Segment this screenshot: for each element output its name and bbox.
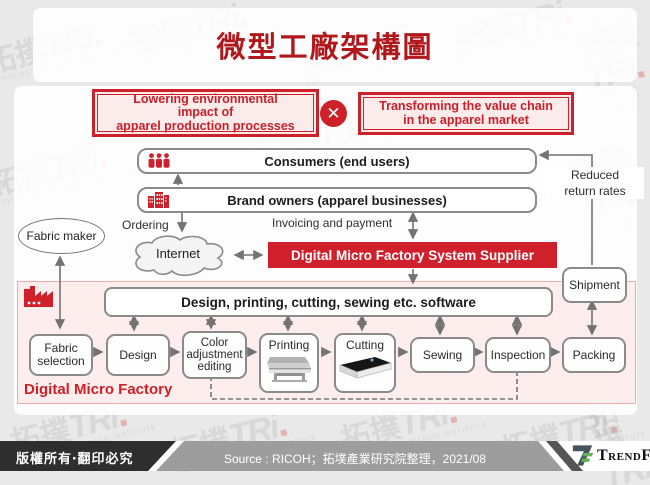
copyright-text: 版權所有‧翻印必究 [16,451,134,466]
trendforce-logo: TrendForce [572,445,650,466]
page-title: 微型工廠架構圖 [216,32,434,64]
invoicing-label: Invoicing and payment [272,216,393,230]
factory-icon [24,286,53,307]
title-panel [33,8,637,82]
ordering-label: Ordering [122,218,169,232]
brand-owners-box: Brand owners (apparel businesses) [137,187,537,213]
trendforce-logo-icon [572,445,594,466]
source-ribbon [156,441,564,471]
step-inspection: Inspection [485,337,551,373]
step-packing: Packing [562,337,626,373]
printer-image [267,357,311,382]
people-icon [148,153,170,168]
footer-bar: 版權所有‧翻印必究 Source : RICOH；拓墣產業研究院整理，2021/… [0,441,650,471]
digital-micro-factory-label: Digital Micro Factory [24,381,173,398]
consumers-label: Consumers (end users) [264,153,410,169]
trendforce-logo-text: TrendForce [597,446,650,464]
consumers-box: Consumers (end users) [137,148,537,174]
reduced-return-rates-label: Reduced return rates [546,167,644,199]
building-icon [148,192,169,208]
fabric-maker-node: Fabric maker [18,218,105,254]
banner-value-chain: Transforming the value chain in the appa… [358,92,574,135]
system-supplier-box: Digital Micro Factory System Supplier [268,242,557,268]
shipment-box: Shipment [562,267,627,303]
step-cutting-label: Cutting [345,338,385,352]
cloud-shape [135,235,224,277]
banner-environment: Lowering environmental impact of apparel… [92,89,319,137]
step-printing: Printing [259,333,319,393]
step-cutting: Cutting [334,333,396,393]
copyright-ribbon [0,441,176,471]
software-box: Design, printing, cutting, sewing etc. s… [104,287,553,317]
x-circle-icon: ✕ [320,100,347,127]
step-color-adjustment: Color adjustment editing [182,331,247,379]
source-text: Source : RICOH；拓墣產業研究院整理，2021/08 [223,452,487,466]
step-printing-label: Printing [268,338,310,352]
step-fabric-selection: Fabric selection [29,334,93,376]
cutting-machine-image [339,357,392,379]
step-design: Design [106,334,170,376]
step-sewing: Sewing [410,337,475,373]
internet-label: Internet [155,246,201,261]
brand-owners-label: Brand owners (apparel businesses) [227,192,447,208]
